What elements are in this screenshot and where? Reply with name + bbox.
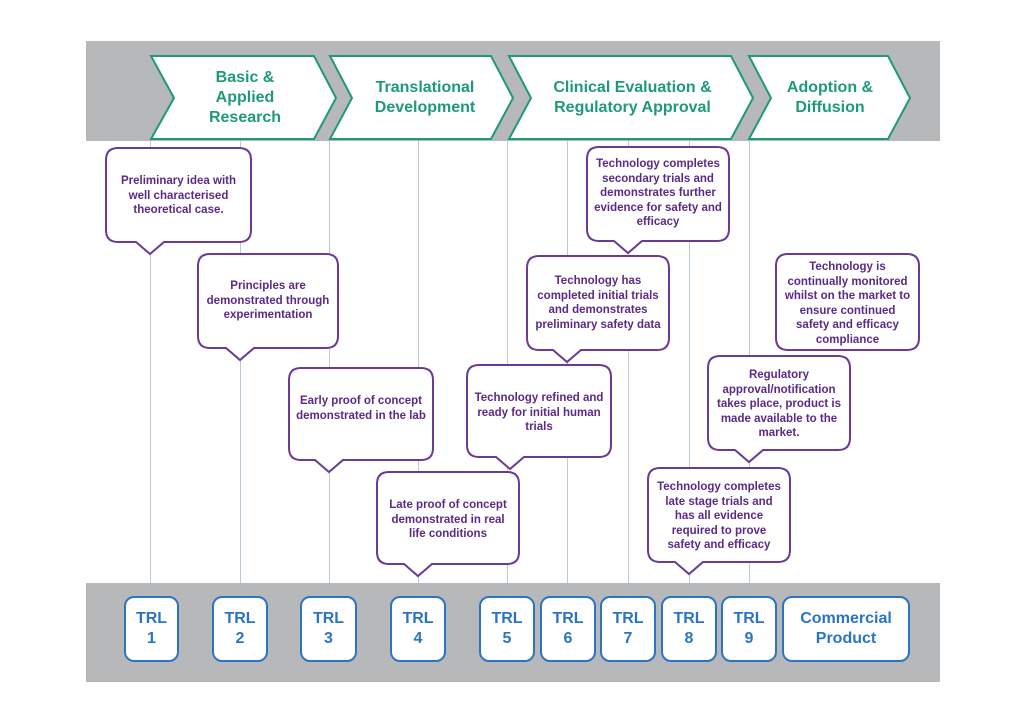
callout-trl-2: Principles are demonstrated through expe… bbox=[197, 253, 339, 362]
trl-label: TRL bbox=[491, 610, 523, 627]
trl-number: 4 bbox=[413, 630, 423, 647]
trl-1-box: TRL 1 bbox=[124, 596, 179, 662]
trl-5-box: TRL 5 bbox=[479, 596, 535, 662]
callout-trl-7: Technology completes secondary trials an… bbox=[586, 146, 730, 255]
trl-number: 7 bbox=[623, 630, 633, 647]
callout-text: Early proof of concept demonstrated in t… bbox=[296, 395, 426, 422]
gridline-trl-7 bbox=[628, 141, 629, 583]
callout-shape bbox=[466, 364, 612, 471]
gridline-trl-1 bbox=[150, 141, 151, 583]
trl-label: TRL bbox=[673, 610, 705, 627]
callout-outline bbox=[707, 355, 851, 464]
callout-text: Technology has completed initial trials … bbox=[535, 275, 661, 331]
trl-label: TRL bbox=[312, 610, 345, 627]
callout-text: Preliminary idea with well characterised… bbox=[120, 175, 237, 216]
trl-label: TRL bbox=[733, 610, 765, 627]
callout-text: Technology completes secondary trials an… bbox=[594, 158, 722, 228]
phase-chevron-1 bbox=[149, 55, 338, 140]
gridline-trl-4 bbox=[418, 141, 419, 583]
trl-number: 1 bbox=[147, 630, 156, 647]
product-label: Product bbox=[815, 630, 877, 647]
callout-shape bbox=[288, 367, 434, 474]
callout-trl-6: Technology has completed initial trials … bbox=[526, 255, 670, 364]
callout-shape bbox=[526, 255, 670, 364]
trl-9-box: TRL 9 bbox=[721, 596, 777, 662]
trl-label: TRL bbox=[402, 610, 434, 627]
phase-chevron-3 bbox=[507, 55, 755, 140]
gridline-trl-2 bbox=[240, 141, 241, 583]
callout-text: Technology refined and ready for initial… bbox=[474, 392, 604, 433]
callout-commercial: Technology is continually monitored whil… bbox=[775, 253, 920, 351]
callout-outline bbox=[288, 367, 434, 474]
callout-trl-4: Late proof of concept demonstrated in re… bbox=[376, 471, 520, 578]
callout-shape bbox=[707, 355, 851, 464]
callout-outline bbox=[197, 253, 339, 362]
trl-number: 9 bbox=[744, 630, 754, 647]
trl-8-box: TRL 8 bbox=[661, 596, 717, 662]
callout-outline bbox=[526, 255, 670, 364]
trl-number: 2 bbox=[235, 630, 245, 647]
phase-chevrons bbox=[149, 55, 912, 140]
phase-label-basic-applied-research: Basic & Applied Research bbox=[208, 69, 282, 126]
trl-2-box: TRL 2 bbox=[212, 596, 268, 662]
callout-shape bbox=[775, 253, 920, 351]
phase-label-adoption-diffusion: Adoption & Diffusion bbox=[786, 79, 874, 116]
callout-text: Technology is continually monitored whil… bbox=[784, 261, 911, 346]
trl-number: 3 bbox=[324, 630, 333, 647]
trl-label: TRL bbox=[612, 610, 644, 627]
callout-outline bbox=[105, 147, 252, 256]
phase-label-translational-development: Translational Development bbox=[374, 79, 476, 116]
trl-4-box: TRL 4 bbox=[390, 596, 446, 662]
gridline-trl-3 bbox=[329, 141, 330, 583]
callout-shape bbox=[197, 253, 339, 362]
callout-outline bbox=[586, 146, 730, 255]
trl-number: 8 bbox=[684, 630, 694, 647]
phase-chevron-4 bbox=[747, 55, 912, 140]
phase-label-clinical-evaluation: Clinical Evaluation & Regulatory Approva… bbox=[553, 79, 712, 116]
trl-7-box: TRL 7 bbox=[600, 596, 656, 662]
trl-label: TRL bbox=[552, 610, 584, 627]
commercial-label: Commercial bbox=[800, 610, 892, 627]
callout-outline bbox=[466, 364, 612, 471]
callout-outline bbox=[376, 471, 520, 578]
callout-text: Principles are demonstrated through expe… bbox=[206, 280, 330, 321]
phase-chevron-2 bbox=[328, 55, 515, 140]
trl-label: TRL bbox=[135, 610, 168, 627]
trl-6-box: TRL 6 bbox=[540, 596, 596, 662]
callout-text: Late proof of concept demonstrated in re… bbox=[389, 499, 507, 540]
callout-shape bbox=[647, 467, 791, 576]
callout-trl-8: Technology completes late stage trials a… bbox=[647, 467, 791, 576]
callout-shape bbox=[376, 471, 520, 578]
trl-number: 6 bbox=[563, 630, 573, 647]
callout-text: Technology completes late stage trials a… bbox=[657, 481, 781, 551]
callout-outline bbox=[647, 467, 791, 576]
trl-3-box: TRL 3 bbox=[300, 596, 357, 662]
callout-trl-5: Technology refined and ready for initial… bbox=[466, 364, 612, 471]
gridline-trl-8 bbox=[689, 141, 690, 583]
callout-trl-9: Regulatory approval/notification takes p… bbox=[707, 355, 851, 464]
callout-shape bbox=[105, 147, 252, 256]
gridline-trl-5 bbox=[507, 141, 508, 583]
callout-trl-3: Early proof of concept demonstrated in t… bbox=[288, 367, 434, 474]
callout-outline bbox=[775, 253, 920, 351]
trl-number: 5 bbox=[502, 630, 512, 647]
callout-trl-1: Preliminary idea with well characterised… bbox=[105, 147, 252, 256]
callout-text: Regulatory approval/notification takes p… bbox=[717, 369, 841, 439]
callout-shape bbox=[586, 146, 730, 255]
trl-label: TRL bbox=[224, 610, 256, 627]
